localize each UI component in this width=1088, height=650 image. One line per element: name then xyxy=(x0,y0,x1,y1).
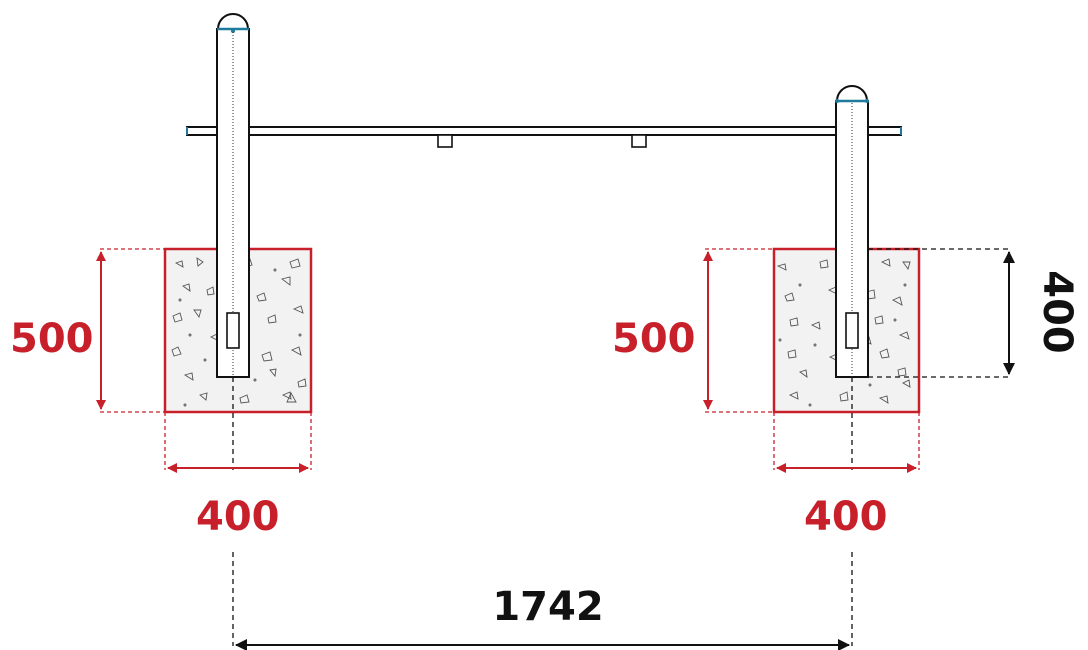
right-height-dimension xyxy=(703,248,774,413)
left-post xyxy=(216,13,250,378)
left-height-label: 500 xyxy=(10,316,94,362)
left-width-label: 400 xyxy=(196,494,280,540)
right-post xyxy=(835,85,869,378)
rail-bracket-left xyxy=(437,134,453,148)
post-spacing-label: 1742 xyxy=(492,584,603,630)
right-width-dimension xyxy=(773,412,920,473)
left-height-dimension xyxy=(96,248,165,413)
rail-bracket-right xyxy=(631,134,647,148)
right-height-label: 500 xyxy=(612,316,696,362)
embed-depth-label: 400 xyxy=(1034,270,1080,354)
left-width-dimension xyxy=(164,412,312,473)
right-width-label: 400 xyxy=(804,494,888,540)
left-footing-aggregate xyxy=(171,257,307,407)
horizontal-rail xyxy=(186,126,902,148)
embed-depth-dimension xyxy=(868,248,1015,378)
